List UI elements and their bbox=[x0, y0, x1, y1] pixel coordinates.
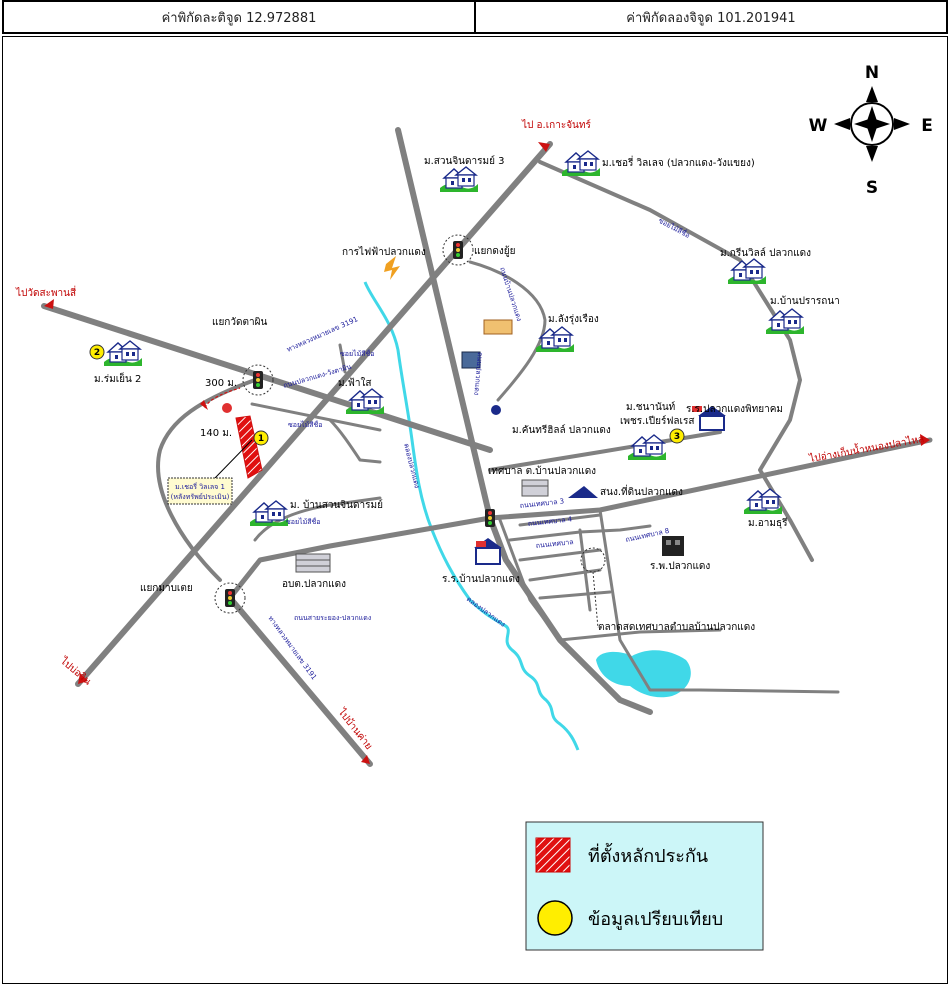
legend-comparison-label: ข้อมูลเปรียบเทียบ bbox=[588, 909, 723, 930]
comparison-marker-1: 1 bbox=[253, 430, 269, 446]
latitude-cell: ค่าพิกัดละติจูด 12.972881 bbox=[161, 10, 317, 26]
label-market: ตลาดสดเทศบาลตำบลบ้านปลวกแดง bbox=[598, 621, 755, 633]
legend-comparison-swatch bbox=[537, 900, 573, 936]
shop-icon bbox=[483, 319, 513, 335]
legend-collateral-label: ที่ตั้งหลักประกัน bbox=[588, 843, 708, 867]
house-icon bbox=[561, 150, 601, 177]
collateral-callout-line2: (หลังทรัพย์ประเมิน) bbox=[171, 493, 230, 501]
svg-text:E: E bbox=[921, 116, 933, 136]
label-hospital: ร.พ.ปลวกแดง bbox=[650, 561, 710, 572]
road-label: คลองปลวกแดง bbox=[465, 595, 507, 629]
label-amarin: ม.อามธุรี bbox=[748, 517, 788, 529]
svg-text:3: 3 bbox=[674, 432, 680, 442]
house-icon bbox=[345, 388, 385, 415]
label-junction-map: แยกมาบเตย bbox=[140, 583, 193, 594]
road-label: ซอยไม้สีชื่อ bbox=[657, 216, 692, 240]
legend-collateral-swatch bbox=[535, 837, 571, 873]
svg-text:W: W bbox=[809, 116, 828, 136]
house-icon bbox=[249, 500, 289, 527]
label-mannant: ม.ชนานันท์ bbox=[626, 401, 675, 413]
building-icon bbox=[521, 479, 549, 497]
road-label: ซอยไม้สีชื่อ bbox=[288, 420, 322, 429]
label-junction-dong-ui: แยกดงยู้ย bbox=[474, 245, 515, 257]
label-to-wat-sothon: ไปวัดสะพานสี่ bbox=[15, 285, 76, 299]
road-label: ถนนเทศบาล bbox=[535, 538, 574, 550]
comparison-marker-2: 2 bbox=[89, 344, 105, 360]
office-icon bbox=[461, 351, 481, 369]
compass-icon: N S E W bbox=[809, 63, 933, 198]
label-kanthari: ม.คันทรีฮิลล์ ปลวกแดง bbox=[512, 424, 611, 436]
direction-arrows bbox=[44, 142, 930, 764]
collateral-callout-box bbox=[167, 477, 233, 505]
comparison-marker-3: 3 bbox=[669, 428, 685, 444]
road-label: คลองปลวกแดง bbox=[402, 443, 421, 490]
legend: ที่ตั้งหลักประกัน ข้อมูลเปรียบเทียบ bbox=[525, 821, 764, 951]
road-label: ทางหลวงหมายเลข 3191 bbox=[286, 315, 360, 354]
label-land-office: สนง.ที่ดินปลวกแดง bbox=[600, 484, 683, 498]
label-to-ko-chan: ไป อ.เกาะจันทร์ bbox=[521, 119, 591, 131]
label-chersee: ม.เชอรี่ วิลเลจ (ปลวกแดง-วังแขยง) bbox=[602, 155, 755, 169]
longitude-cell: ค่าพิกัดลองจิจูด 101.201941 bbox=[474, 2, 946, 32]
label-distance-300: 300 ม. bbox=[205, 378, 237, 389]
svg-text:1: 1 bbox=[258, 434, 264, 444]
traffic-light-center bbox=[485, 509, 495, 527]
label-fa-sai: ม.ฟ้าใส bbox=[338, 377, 371, 389]
collateral-parcel bbox=[235, 415, 263, 479]
label-phetchara: เพชร.เปียร์ฟลเรส bbox=[620, 415, 694, 427]
label-to-reservoir: ไปอ่างเก็บน้ำหนองปลาไหล bbox=[807, 431, 925, 465]
label-municipality: เทศบาล ต.บ้านปลวกแดง bbox=[488, 465, 596, 477]
road-label: ถนนสายระยอง-ปลวกแดง bbox=[294, 614, 371, 622]
svg-text:S: S bbox=[866, 178, 878, 198]
electric-icon bbox=[384, 256, 400, 280]
label-distance-140: 140 ม. bbox=[200, 428, 232, 439]
land-office-icon bbox=[568, 486, 598, 498]
label-junction-wat: แยกวัดตาผิน bbox=[212, 317, 267, 328]
traffic-light-wat bbox=[242, 364, 274, 396]
svg-text:N: N bbox=[865, 63, 879, 83]
road-label: ถนนปลวกแดง bbox=[472, 352, 484, 396]
road-label: ซอยไม้สีชื่อ bbox=[340, 349, 374, 358]
house-icon bbox=[439, 166, 479, 193]
label-suan-chin: ม. บ้านสวนจินดารมย์ bbox=[290, 499, 383, 511]
house-icon bbox=[627, 434, 667, 461]
hospital-icon bbox=[662, 536, 684, 556]
road-network bbox=[41, 127, 933, 767]
house-icon bbox=[535, 326, 575, 353]
label-jing-ruang: ม.ลังรุ่งเรือง bbox=[548, 313, 599, 325]
label-district-office: อบต.ปลวกแดง bbox=[282, 579, 346, 590]
label-green-ville: ม.กรีนวิลล์ ปลวกแดง bbox=[720, 247, 811, 259]
traffic-light-map bbox=[214, 582, 246, 614]
label-rom-yen: ม.ร่มเย็น 2 bbox=[94, 371, 141, 385]
label-school-pluak: ร.ร.ปลวกแดงพิทยาคม bbox=[686, 404, 783, 415]
road-label: ถนนเทศบาล 3 bbox=[519, 497, 564, 510]
emblem-icon bbox=[491, 405, 501, 415]
canal bbox=[363, 281, 580, 751]
traffic-light-dong-ui bbox=[442, 234, 474, 266]
road-label: ซอยไม้สีชื่อ bbox=[286, 517, 320, 526]
house-icon bbox=[743, 488, 783, 515]
collateral-callout-line1: ม.เชอรี่ วิลเลจ 1 bbox=[175, 482, 225, 491]
lake bbox=[596, 650, 691, 698]
label-school-ban: ร.ร.บ้านปลวกแดง bbox=[442, 573, 520, 585]
svg-text:2: 2 bbox=[94, 348, 100, 358]
school-icon bbox=[692, 406, 726, 431]
building-icon bbox=[295, 553, 331, 573]
road-label: ถนนบ้านปลวกแดง bbox=[498, 266, 523, 322]
label-ban-prathana: ม.บ้านปรารถนา bbox=[770, 295, 840, 307]
house-icon bbox=[727, 258, 767, 285]
map-frame bbox=[2, 36, 948, 984]
label-electric: การไฟฟ้าปลวกแดง bbox=[342, 246, 426, 258]
house-icon bbox=[103, 340, 143, 367]
school-icon bbox=[474, 538, 502, 565]
pin-icon bbox=[222, 403, 232, 413]
coordinate-header: ค่าพิกัดละติจูด 12.972881 ค่าพิกัดลองจิจ… bbox=[2, 0, 948, 34]
label-suan-chin-3: ม.สวนจินดารมย์ 3 bbox=[424, 155, 505, 167]
